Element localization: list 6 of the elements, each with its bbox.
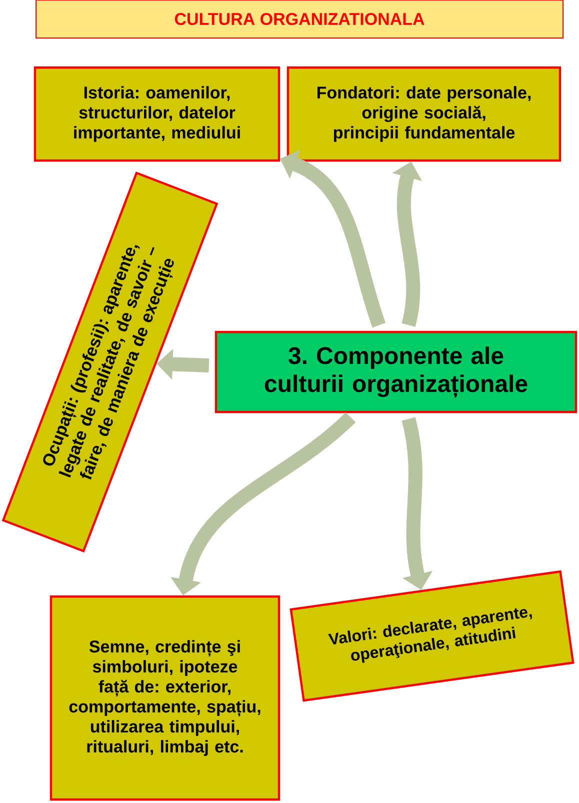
- text-box: Fondatori: date personale, origine socială, principii fundamentale: [286, 66, 562, 162]
- text-box: Semne, credințe şi simboluri, ipoteze față de: exterior, comportamente, spațiu, utilizarea timpului, ritualuri, limbaj etc.: [50, 595, 280, 801]
- text-box: Istoria: oamenilor, structurilor, datelor importante, mediului: [34, 66, 280, 162]
- title-banner: CULTURA ORGANIZATIONALA: [36, 0, 564, 38]
- title-box: 3. Componente ale culturii organizaționale: [214, 330, 578, 414]
- text-box: Valori: declarate, aparente, operaţionale, atitudini: [290, 570, 574, 702]
